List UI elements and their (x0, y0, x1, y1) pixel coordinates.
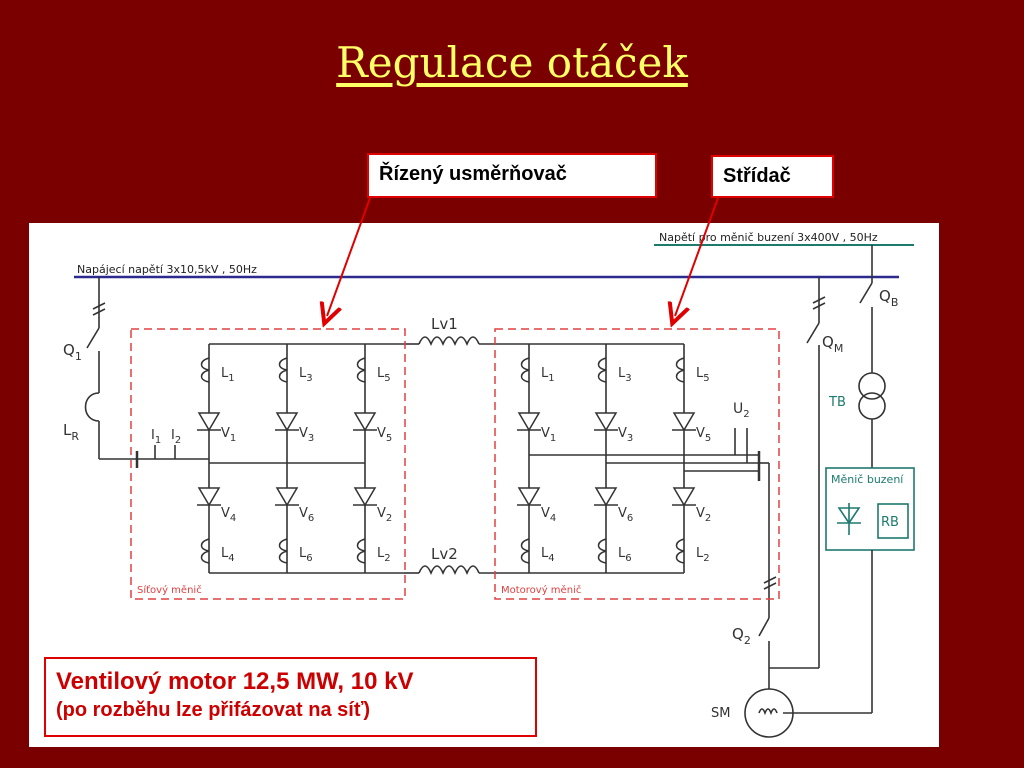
motor-converter-box (494, 328, 780, 600)
slide-title: Regulace otáček (336, 38, 688, 87)
svg-text:QB: QB (879, 287, 898, 309)
lv1-label: Lv1 (431, 315, 458, 333)
svg-text:U2: U2 (733, 401, 750, 420)
motor-note: Ventilový motor 12,5 MW, 10 kV (po rozbě… (44, 657, 537, 737)
left-valve-label-bottom-3: V2 (377, 506, 392, 524)
left-inductor-label-bottom-1: L4 (221, 546, 235, 564)
qm-label: Q (822, 333, 834, 351)
right-valve-label-top-2: V3 (618, 426, 633, 444)
callout-inverter-label: Střídač (723, 165, 791, 187)
right-inductor-label-bottom-3: L2 (696, 546, 710, 564)
svg-text:LR: LR (63, 421, 79, 443)
transformer-tb-lower (858, 392, 886, 420)
tb-label: TB (828, 395, 846, 410)
exciter-label: Měnič buzení (831, 473, 904, 486)
sm-label: SM (711, 706, 730, 721)
left-valve-label-top-3: V5 (377, 426, 392, 444)
lr-sub: R (71, 430, 79, 443)
right-valve-label-bottom-3: V2 (696, 506, 711, 524)
grid-converter-box (130, 328, 406, 600)
qb-sub: B (891, 296, 899, 309)
right-valve-label-top-3: V5 (696, 426, 711, 444)
left-leg-3 (353, 357, 377, 564)
left-leg-2 (275, 357, 299, 564)
left-inductor-label-bottom-2: L6 (299, 546, 313, 564)
left-valve-label-bottom-1: V4 (221, 506, 236, 524)
q1-sub: 1 (75, 350, 82, 363)
excitation-supply-label: Napětí pro měnič buzení 3x400V , 50Hz (659, 231, 878, 244)
right-valve-label-bottom-1: V4 (541, 506, 556, 524)
q2-label: Q (732, 625, 744, 643)
right-valve-label-bottom-2: V6 (618, 506, 633, 524)
right-inductor-label-bottom-1: L4 (541, 546, 555, 564)
callout-inverter: Střídač (711, 155, 834, 198)
left-inductor-label-bottom-3: L2 (377, 546, 391, 564)
right-inductor-label-bottom-2: L6 (618, 546, 632, 564)
right-leg-2 (594, 357, 618, 564)
qm-sub: M (834, 342, 844, 355)
rb-label: RB (881, 515, 899, 530)
left-valve-label-top-2: V3 (299, 426, 314, 444)
svg-text:I2: I2 (171, 428, 181, 446)
i2-sub: 2 (175, 435, 181, 446)
motor-note-line1: Ventilový motor 12,5 MW, 10 kV (56, 668, 414, 695)
right-inductor-label-top-1: L1 (541, 366, 555, 384)
left-leg-1 (197, 357, 221, 564)
lv2-inductor (418, 565, 480, 576)
q2-sub: 2 (744, 634, 751, 647)
i2-label: I (171, 428, 175, 443)
callout-rectifier-label: Řízený usměrňovač (379, 163, 567, 185)
exciter-box (825, 467, 915, 551)
right-leg-3 (672, 357, 696, 564)
grid-converter-label: Síťový měnič (137, 584, 202, 596)
svg-text:Q2: Q2 (732, 625, 751, 647)
left-inductor-label-top-2: L3 (299, 366, 313, 384)
i1-label: I (151, 428, 155, 443)
i1-sub: 1 (155, 435, 161, 446)
left-valve-label-top-1: V1 (221, 426, 236, 444)
svg-text:QM: QM (822, 333, 843, 355)
callout-rectifier: Řízený usměrňovač (367, 153, 657, 198)
u2-sub: 2 (743, 409, 749, 420)
left-inductor-label-top-3: L5 (377, 366, 391, 384)
rb-box (877, 503, 909, 539)
supply-label: Napájecí napětí 3x10,5kV , 50Hz (77, 263, 257, 276)
right-inductor-label-top-2: L3 (618, 366, 632, 384)
lr-label: L (63, 421, 72, 439)
lv2-label: Lv2 (431, 545, 458, 563)
qb-label: Q (879, 287, 891, 305)
right-valve-label-top-1: V1 (541, 426, 556, 444)
svg-text:Q1: Q1 (63, 341, 82, 363)
u2-label: U (733, 401, 743, 417)
motor-note-line2: (po rozběhu lze přifázovat na síť) (56, 699, 371, 721)
q1-label: Q (63, 341, 75, 359)
lv1-inductor (418, 336, 480, 347)
right-inductor-label-top-3: L5 (696, 366, 710, 384)
left-inductor-label-top-1: L1 (221, 366, 235, 384)
left-valve-label-bottom-2: V6 (299, 506, 314, 524)
svg-text:I1: I1 (151, 428, 161, 446)
motor-converter-label: Motorový měnič (501, 584, 581, 596)
right-leg-1 (517, 357, 541, 564)
transformer-tb-upper (858, 372, 886, 400)
